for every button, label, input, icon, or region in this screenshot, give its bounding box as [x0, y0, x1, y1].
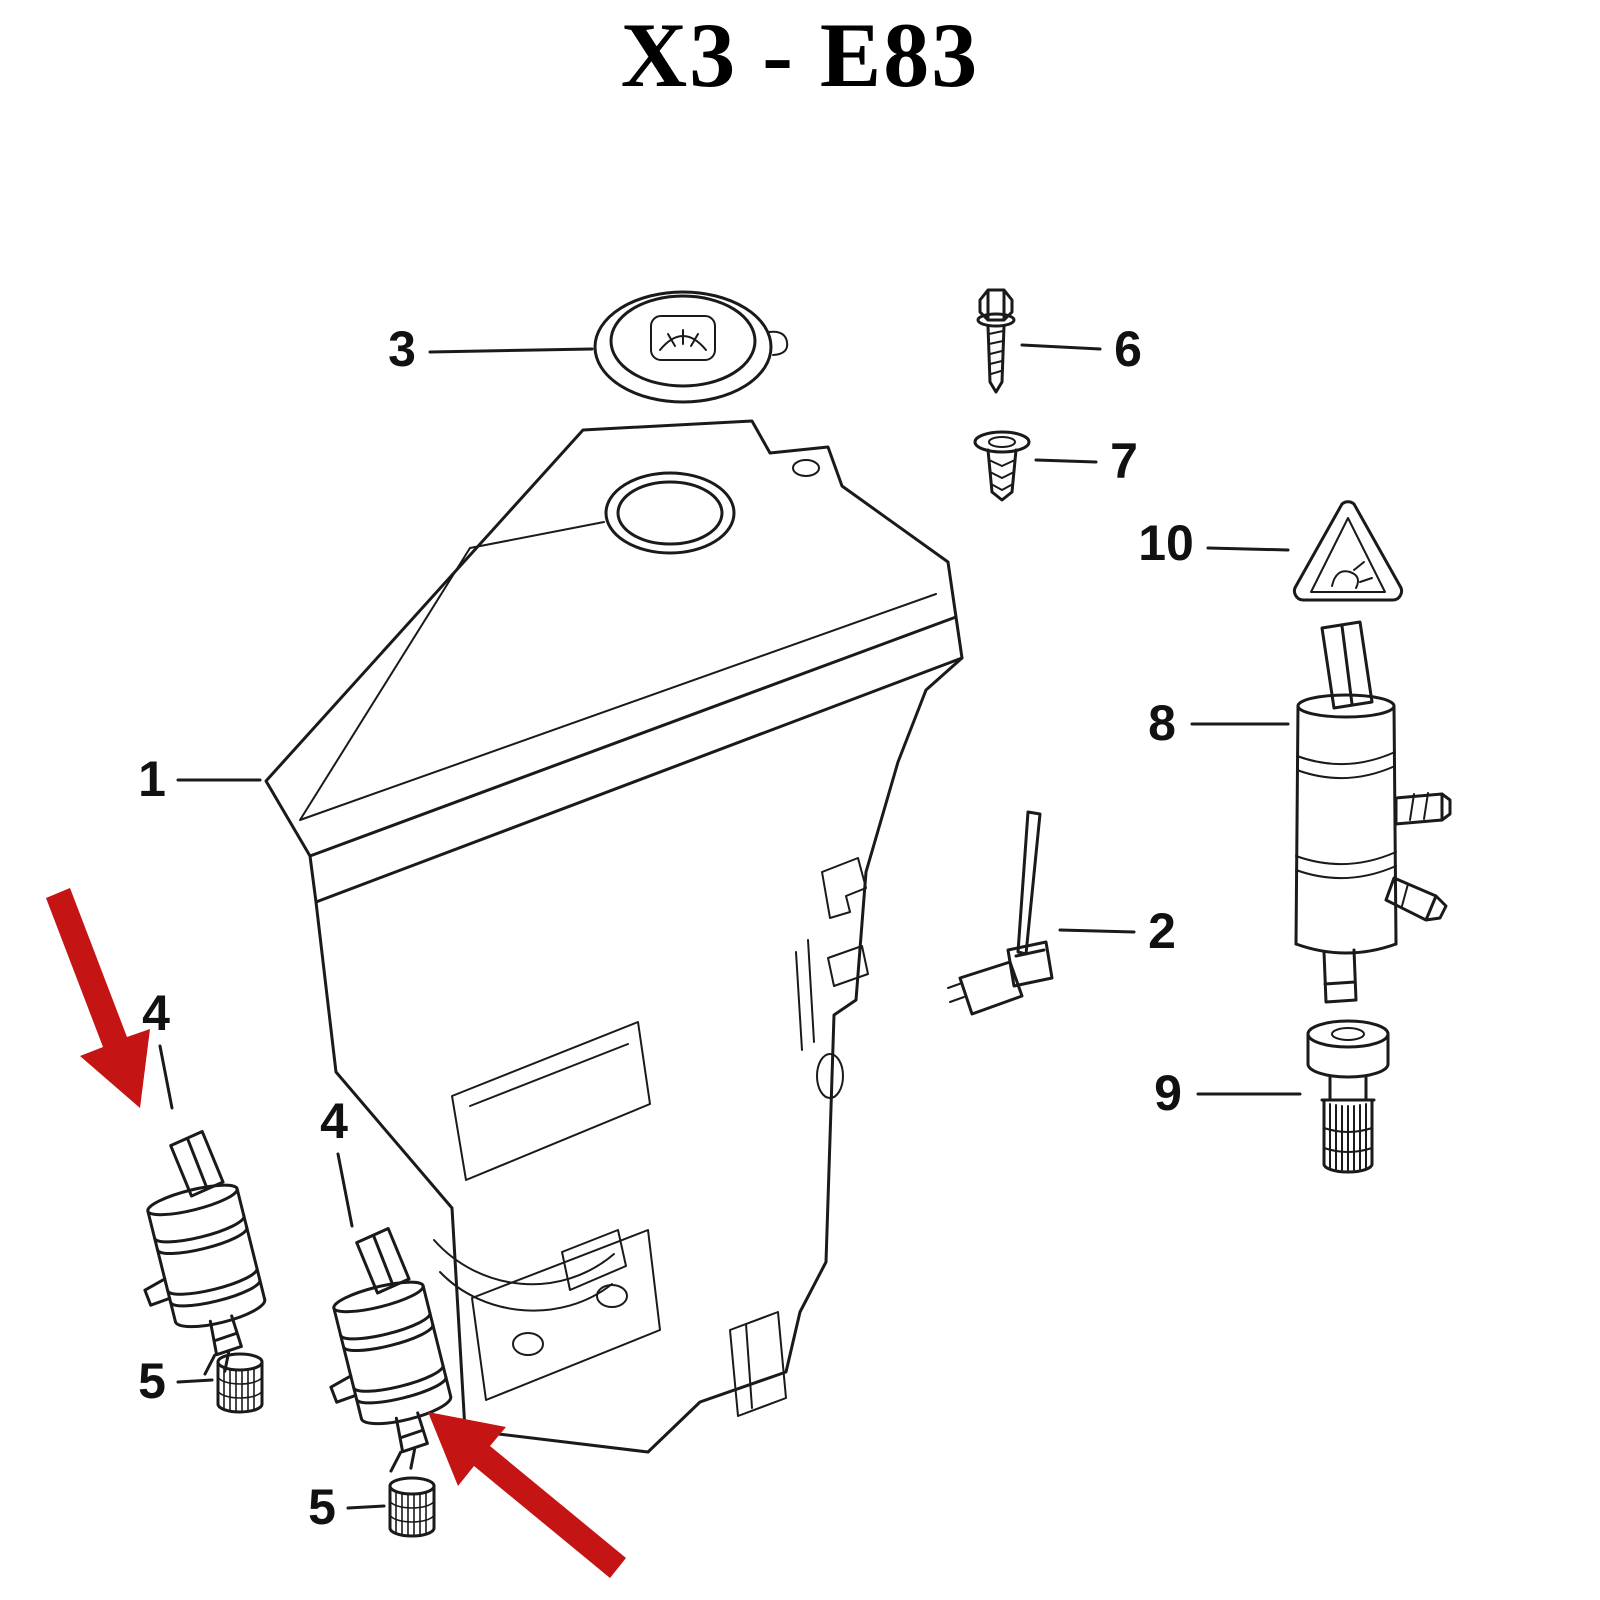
filter-drawing	[1306, 1019, 1390, 1174]
part-label-5a: 5	[138, 1353, 166, 1409]
leader-line-10	[1206, 546, 1290, 552]
part-label-9: 9	[1154, 1065, 1182, 1121]
leader-line-5b	[346, 1504, 386, 1510]
part-label-10: 10	[1138, 515, 1194, 571]
part-label-5b: 5	[308, 1479, 336, 1535]
part-label-6: 6	[1114, 321, 1142, 377]
leader-line-3	[428, 347, 594, 354]
leader-line-4a	[158, 1044, 174, 1110]
part-label-7: 7	[1110, 433, 1138, 489]
part-label-8: 8	[1148, 695, 1176, 751]
leader-line-4b	[336, 1152, 354, 1228]
filler-cap-drawing	[593, 290, 789, 404]
pump-4b-drawing	[295, 1222, 467, 1484]
part-label-3: 3	[388, 321, 416, 377]
level-sensor-drawing	[947, 810, 1054, 1016]
leader-line-6	[1020, 343, 1102, 351]
leader-line-5a	[176, 1378, 214, 1384]
grommet-5a-drawing	[216, 1352, 264, 1414]
reservoir-tank-drawing	[264, 419, 964, 1454]
part-label-1: 1	[138, 751, 166, 807]
warning-triangle-icon	[1292, 500, 1404, 602]
pump-4a-drawing	[109, 1125, 281, 1387]
red-arrow-upper	[46, 888, 150, 1108]
part-label-4b: 4	[320, 1093, 348, 1149]
leader-line-2	[1058, 928, 1136, 934]
pump-8-drawing	[1294, 620, 1452, 1004]
grommet-5b-drawing	[388, 1476, 436, 1538]
rivet-drawing	[973, 430, 1031, 502]
leader-line-7	[1034, 458, 1098, 464]
screw-drawing	[976, 288, 1016, 394]
diagram-title: X3 - E83	[620, 4, 980, 106]
leader-lines	[158, 343, 1302, 1510]
red-arrow-lower	[428, 1412, 626, 1578]
part-label-2: 2	[1148, 903, 1176, 959]
part-labels: 3 6 7 10 8 2 1 9 4 4 5 5	[138, 321, 1194, 1535]
